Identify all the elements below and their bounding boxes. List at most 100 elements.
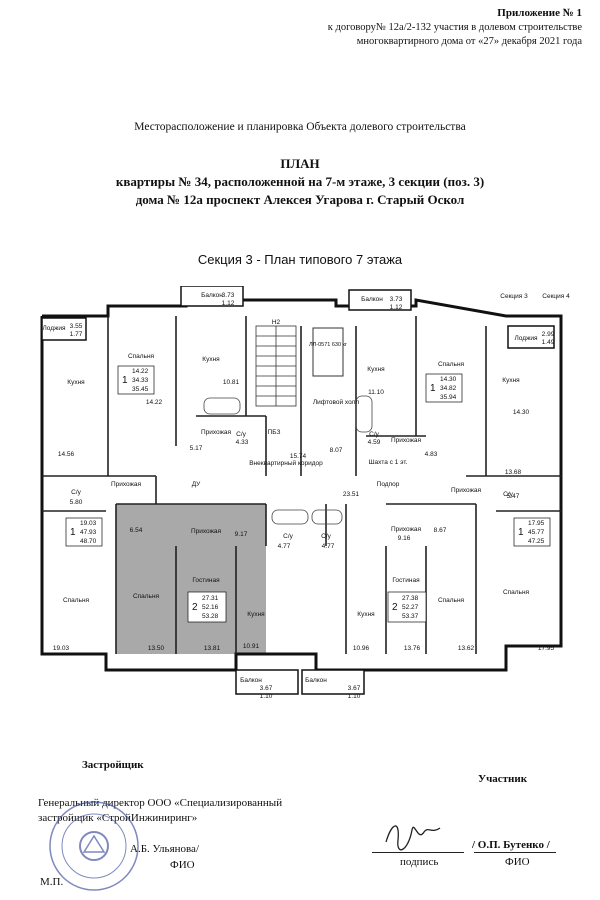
room-area: 15.74 (290, 453, 307, 460)
svg-text:34.33: 34.33 (132, 377, 149, 384)
apartment-info-box: 1 17.95 45.77 47.25 (513, 517, 551, 547)
svg-text:1: 1 (70, 527, 76, 538)
developer-block: Застройщик (82, 758, 144, 773)
room-area: 4.77 (278, 543, 291, 550)
balcony-area2: 1.12 (390, 304, 403, 311)
loggia-label: Лоджия (42, 325, 66, 332)
room-area: 11.10 (368, 389, 384, 396)
handwritten-signature (385, 825, 441, 851)
room-label: Кухня (202, 356, 220, 363)
svg-text:53.28: 53.28 (202, 613, 219, 620)
room-label: Гостиная (392, 577, 420, 584)
room-area: 5.80 (70, 499, 83, 506)
room-label: Кухня (357, 611, 375, 618)
apartment-info-box: 1 19.03 47.93 48.70 (65, 517, 103, 547)
room-label: Прихожая (451, 487, 482, 494)
section3-label: Секция 3 (500, 293, 528, 300)
room-area: 14.22 (146, 399, 163, 406)
participant-name-text: / О.П. Бутенко / (472, 839, 550, 851)
balcony-bottom-right (301, 669, 365, 695)
room-area: 14.56 (58, 451, 75, 458)
name-line (474, 852, 556, 853)
room-label: Гостиная (192, 577, 220, 584)
balcony-top-left (180, 286, 244, 307)
room-label: Прихожая (191, 528, 222, 535)
developer-line1: Генеральный директор ООО «Специализирова… (38, 797, 283, 809)
room-label: Лифтовой холл (313, 398, 359, 406)
room-label: Спальня (63, 597, 90, 604)
balcony-area: 3.73 (222, 292, 235, 299)
loggia-label: Лоджия (514, 335, 538, 342)
room-label: ПБЗ (268, 429, 281, 436)
stamp-mp: М.П. (40, 876, 64, 888)
section-heading: Секция 3 - План типового 7 этажа (197, 252, 403, 267)
svg-text:52.27: 52.27 (402, 604, 419, 611)
developer-fio-caption: ФИО (170, 859, 195, 871)
room-area: 23.51 (343, 491, 360, 498)
balcony-area2: 1.10 (348, 693, 361, 700)
room-label: С/у (283, 533, 294, 540)
document-header: Приложение № 1 к договору№ 12а/2-132 уча… (328, 6, 582, 50)
svg-text:1: 1 (430, 383, 436, 394)
room-area: 4.33 (236, 439, 249, 446)
balcony-label: Балкон (361, 296, 383, 303)
balcony-area2: 1.10 (260, 693, 273, 700)
signature-line (372, 852, 464, 853)
bathtub-icon (311, 509, 343, 525)
room-label: С/у (71, 489, 82, 496)
lift-shaft (312, 327, 344, 377)
room-label: Спальня (438, 361, 465, 368)
loggia-area2: 1.49 (542, 339, 555, 346)
room-area: 5.17 (190, 445, 203, 452)
svg-text:1: 1 (122, 375, 128, 386)
room-area: 4.77 (322, 543, 335, 550)
svg-text:17.95: 17.95 (528, 520, 545, 527)
room-area: 9.16 (398, 535, 411, 542)
plan-title: ПЛАН (280, 156, 320, 171)
svg-text:19.03: 19.03 (80, 520, 97, 527)
company-seal (49, 801, 139, 891)
room-area: 10.81 (223, 379, 240, 386)
floor-plan: Балкон 3.73 1.12 Балкон 3.73 1.12 Балкон… (40, 286, 570, 700)
room-area: 10.96 (353, 645, 370, 652)
corridor-label: Внеквартирный коридор (249, 459, 323, 467)
room-area: 4.83 (425, 451, 438, 458)
loggia-right (507, 325, 555, 349)
participant-title-text: Участник (478, 773, 528, 785)
room-label: Кухня (247, 611, 265, 618)
room-area: 17.95 (538, 645, 555, 652)
balcony-bottom-left (235, 669, 299, 695)
room-area: 4.59 (368, 439, 381, 446)
appendix-title: Приложение № 1 (497, 7, 582, 19)
room-label: Спальня (128, 353, 155, 360)
intro-text: Месторасположение и планировка Объекта д… (134, 121, 466, 133)
header-contract-line: к договору№ 12а/2-132 участия в долевом … (327, 22, 582, 34)
participant-name: / О.П. Бутенко / (472, 838, 550, 853)
room-label: С/у (503, 491, 514, 498)
apartment-info-box: 2 27.38 52.27 53.37 (387, 591, 427, 623)
room-area: 14.30 (513, 409, 530, 416)
loggia-area: 2.99 (542, 331, 555, 338)
svg-text:27.31: 27.31 (202, 595, 219, 602)
room-area: 6.54 (130, 527, 143, 534)
svg-text:35.94: 35.94 (440, 394, 457, 401)
balcony-area: 3.67 (260, 685, 273, 692)
svg-text:34.82: 34.82 (440, 385, 457, 392)
room-label: ДУ (192, 481, 201, 488)
highlighted-apartment (116, 504, 266, 654)
room-label: Прихожая (201, 429, 232, 436)
balcony-area: 3.67 (348, 685, 361, 692)
room-label: С/у (321, 533, 332, 540)
room-label: Подпор (377, 481, 400, 488)
section4-label: Секция 4 (542, 293, 570, 300)
developer-title: Застройщик (82, 759, 144, 771)
balcony-area2: 1.12 (222, 300, 235, 307)
participant-title: Участник (478, 772, 527, 787)
loggia-area: 3.55 (70, 323, 83, 330)
svg-text:47.93: 47.93 (80, 529, 97, 536)
svg-text:14.30: 14.30 (440, 376, 457, 383)
room-label: С/у (369, 431, 380, 438)
plan-subtitle-address: дома № 12а проспект Алексея Угарова г. С… (135, 192, 465, 207)
apartment-info-box: 1 14.22 34.33 35.45 (117, 365, 155, 395)
room-area: 9.17 (235, 531, 248, 538)
